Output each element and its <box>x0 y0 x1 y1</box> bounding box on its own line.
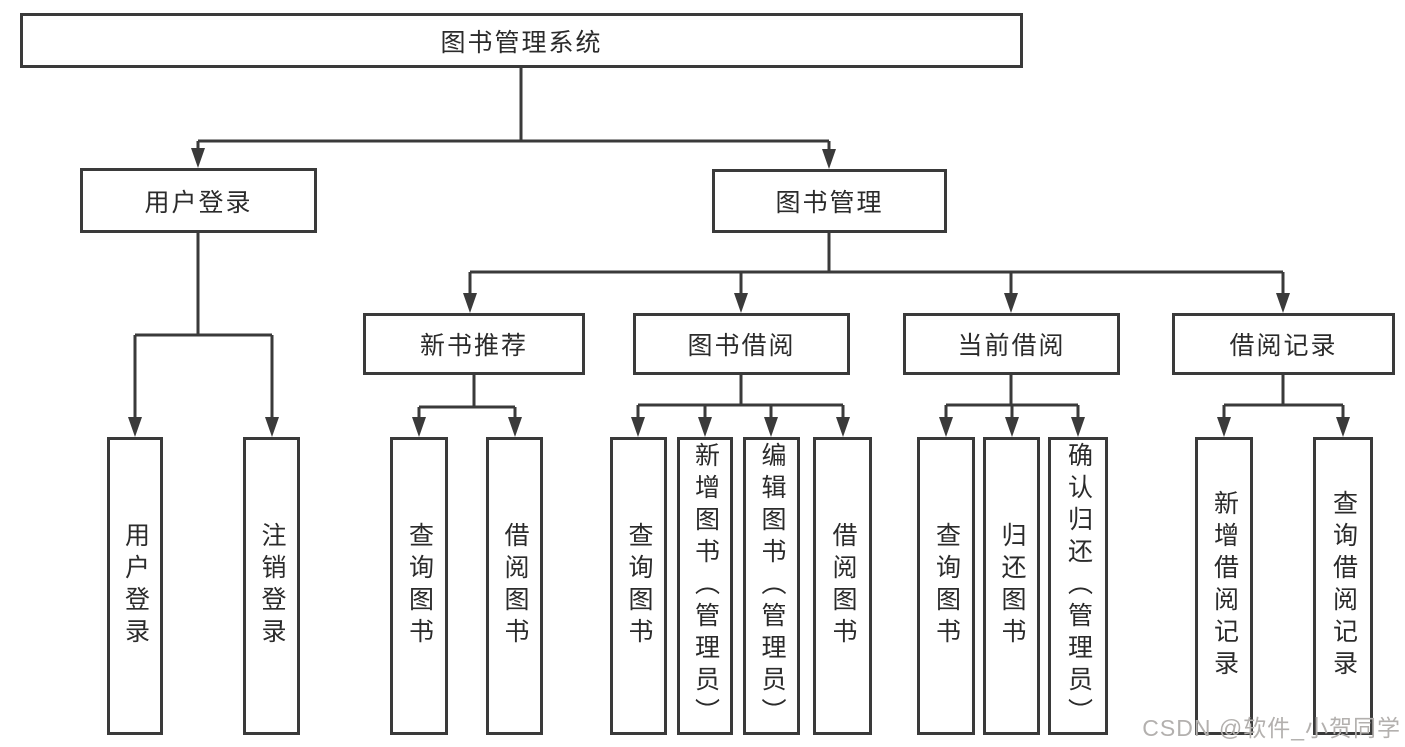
leaf-add-book-admin: 新增图书（管理员） <box>677 437 733 735</box>
arrow-down-icon <box>128 417 142 437</box>
arrow-down-icon <box>1071 417 1085 437</box>
leaf-query-books-recommend: 查询图书 <box>390 437 448 735</box>
connector-current-to-leaves <box>944 375 1080 421</box>
section-new-book-recommend: 新书推荐 <box>363 313 585 375</box>
arrow-down-icon <box>1276 293 1290 313</box>
leaf-borrow-books-borrowing: 借阅图书 <box>813 437 872 735</box>
leaf-edit-book-admin: 编辑图书（管理员） <box>743 437 800 735</box>
leaf-query-books-current: 查询图书 <box>917 437 975 735</box>
branch-book-management: 图书管理 <box>712 169 947 233</box>
arrow-down-icon <box>508 417 522 437</box>
arrow-down-icon <box>1336 417 1350 437</box>
arrow-down-icon <box>265 417 279 437</box>
watermark: CSDN @软件_小贺同学 <box>1142 715 1401 741</box>
arrow-down-icon <box>836 417 850 437</box>
section-book-borrowing: 图书借阅 <box>633 313 850 375</box>
leaf-borrow-books-recommend: 借阅图书 <box>486 437 543 735</box>
leaf-add-borrow-record: 新增借阅记录 <box>1195 437 1253 735</box>
arrow-down-icon <box>412 417 426 437</box>
leaf-query-books-borrowing: 查询图书 <box>610 437 667 735</box>
connector-root-to-level2 <box>196 68 831 153</box>
arrow-down-icon <box>734 293 748 313</box>
arrow-down-icon <box>463 293 477 313</box>
section-current-borrowing: 当前借阅 <box>903 313 1120 375</box>
leaf-user-login: 用户登录 <box>107 437 163 735</box>
section-borrowing-records: 借阅记录 <box>1172 313 1395 375</box>
connector-records-to-leaves <box>1222 375 1345 421</box>
arrow-down-icon <box>1217 417 1231 437</box>
leaf-query-borrow-record: 查询借阅记录 <box>1313 437 1373 735</box>
leaf-logout: 注销登录 <box>243 437 300 735</box>
arrowheads <box>128 148 1350 437</box>
connector-userlogin-to-leaves <box>133 233 274 421</box>
arrow-down-icon <box>631 417 645 437</box>
arrow-down-icon <box>1005 417 1019 437</box>
arrow-down-icon <box>939 417 953 437</box>
root-node-library-system: 图书管理系统 <box>20 13 1023 68</box>
arrow-down-icon <box>1004 293 1018 313</box>
connector-bookmgmt-to-level3 <box>468 233 1285 297</box>
branch-user-login: 用户登录 <box>80 168 317 233</box>
arrow-down-icon <box>764 417 778 437</box>
leaf-return-books: 归还图书 <box>983 437 1040 735</box>
arrow-down-icon <box>698 417 712 437</box>
connector-borrowing-to-leaves <box>636 375 845 421</box>
arrow-down-icon <box>191 148 205 168</box>
connector-newbook-to-leaves <box>417 375 517 421</box>
leaf-confirm-return-admin: 确认归还（管理员） <box>1048 437 1108 735</box>
arrow-down-icon <box>822 149 836 169</box>
